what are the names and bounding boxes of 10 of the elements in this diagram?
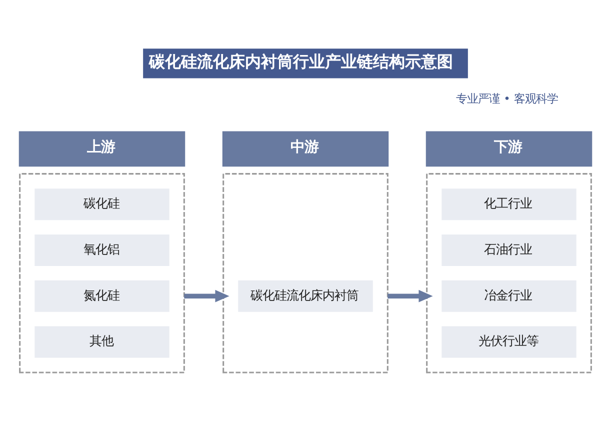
- node-box: 上游: [18, 130, 186, 166]
- diagram-title: 碳化硅流化床内衬筒行业产业链结构示意图: [148, 51, 453, 70]
- cluster: [426, 172, 592, 373]
- arrow: [388, 289, 433, 302]
- node-box: 中游: [222, 130, 389, 166]
- node-box: 下游: [426, 130, 592, 166]
- arrow: [184, 289, 230, 302]
- cluster: [19, 172, 185, 373]
- cluster: [222, 172, 388, 373]
- label: 专业严谨 • 客观科学: [456, 90, 558, 105]
